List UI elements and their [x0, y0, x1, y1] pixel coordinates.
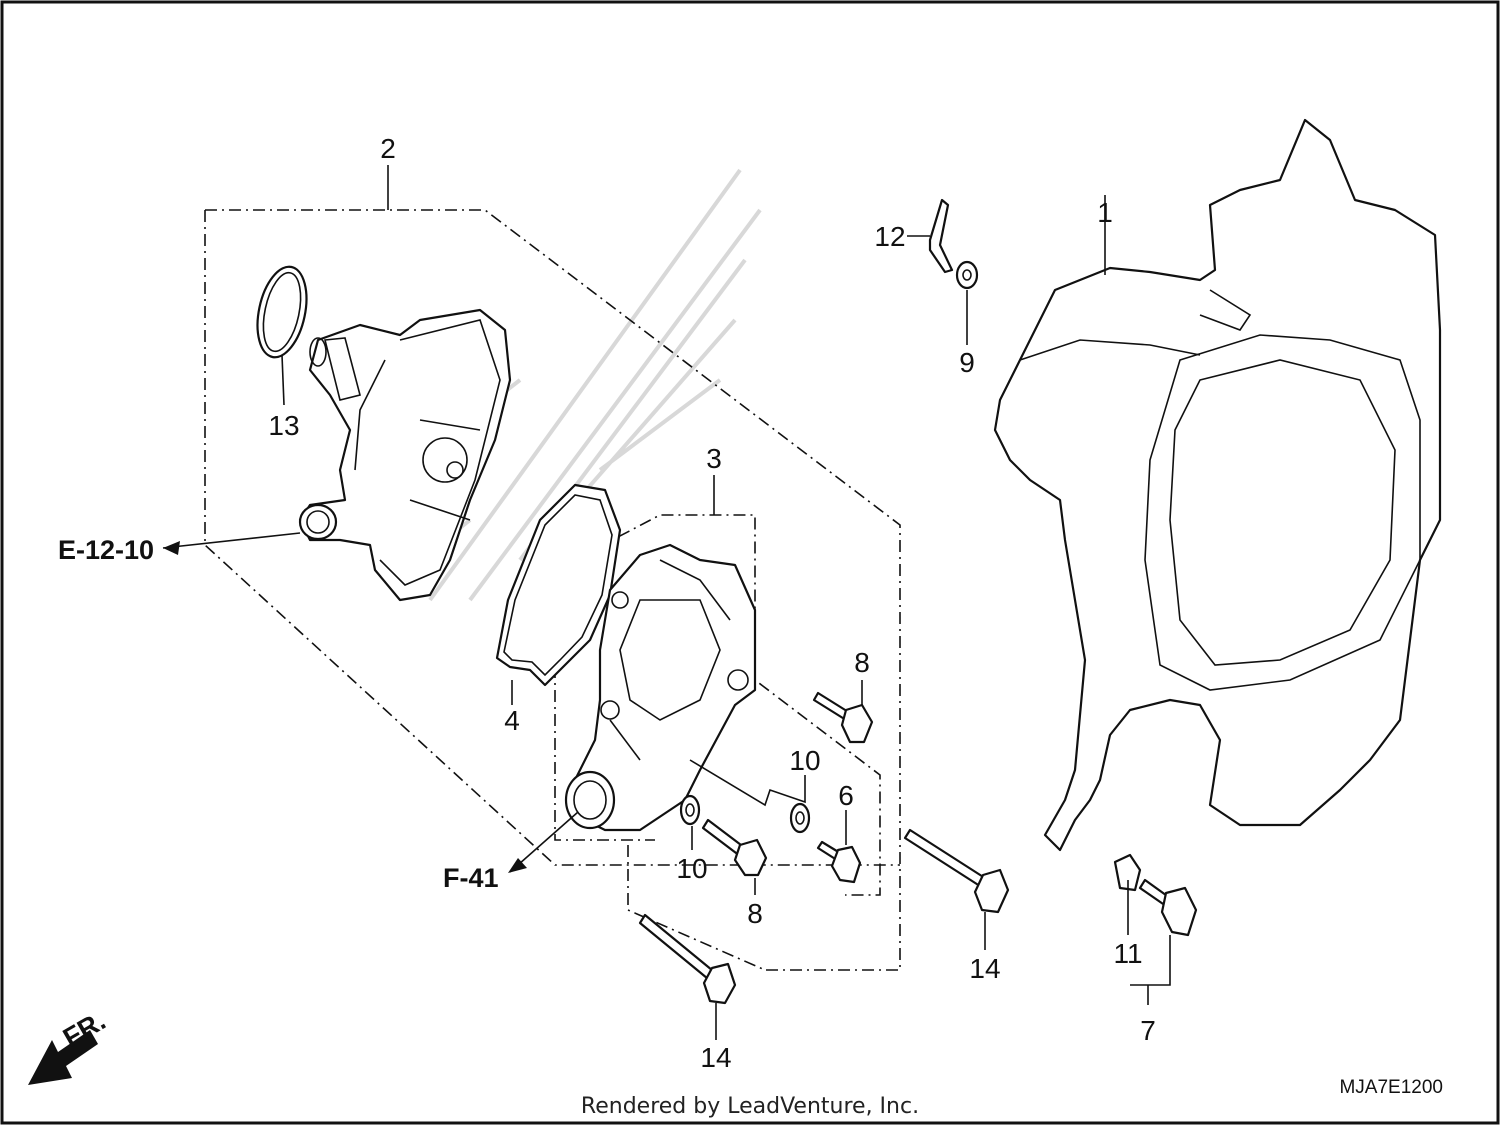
- part-8-bolt-a: [812, 691, 874, 744]
- callout-11: 11: [1113, 938, 1142, 969]
- front-direction-arrow-icon: FR.: [28, 1005, 111, 1085]
- credit-text: Rendered by LeadVenture, Inc.: [581, 1094, 919, 1119]
- part-7-bolt-set: [1138, 878, 1198, 937]
- leader-lines: [162, 165, 1171, 1040]
- callout-8b: 8: [747, 898, 763, 929]
- diagram-code: MJA7E1200: [1339, 1077, 1443, 1098]
- callout-1: 1: [1097, 197, 1113, 228]
- part-1-side-cover: [993, 118, 1442, 852]
- part-6-bolt: [816, 840, 862, 884]
- callout-13: 13: [268, 410, 299, 441]
- direction-label: FR.: [58, 1005, 111, 1053]
- callout-3: 3: [706, 443, 722, 474]
- assembly-2-boundary: [205, 209, 901, 971]
- callout-14a: 14: [969, 953, 1000, 984]
- callout-7: 7: [1140, 1015, 1156, 1046]
- callout-9: 9: [959, 347, 975, 378]
- part-14-bolt-b: [638, 913, 737, 1005]
- callout-10b: 10: [676, 853, 707, 884]
- part-3-cover: [564, 543, 757, 832]
- part-14-bolt-a: [903, 828, 1010, 914]
- callout-12: 12: [874, 221, 905, 252]
- callout-6: 6: [838, 780, 854, 811]
- callout-10a: 10: [789, 745, 820, 776]
- callout-2: 2: [380, 133, 396, 164]
- arrow-e-12-10: [163, 541, 180, 555]
- assembly-14-boundary: [627, 845, 766, 971]
- part-2-water-pump: [298, 308, 512, 602]
- arrow-f-41: [508, 858, 527, 873]
- part-10-washer-a: [679, 794, 701, 826]
- callout-8a: 8: [854, 647, 870, 678]
- part-10-washer-b: [789, 802, 811, 834]
- part-11-grommet: [1113, 853, 1142, 892]
- ref-e-12-10: E-12-10: [58, 535, 154, 565]
- part-9-grommet: [955, 260, 979, 290]
- ref-f-41: F-41: [443, 863, 499, 893]
- callout-4: 4: [504, 705, 520, 736]
- part-12-clip: [928, 198, 954, 274]
- part-8-bolt-b: [701, 818, 768, 877]
- callout-14b: 14: [700, 1042, 731, 1073]
- part-13-o-ring: [256, 265, 308, 359]
